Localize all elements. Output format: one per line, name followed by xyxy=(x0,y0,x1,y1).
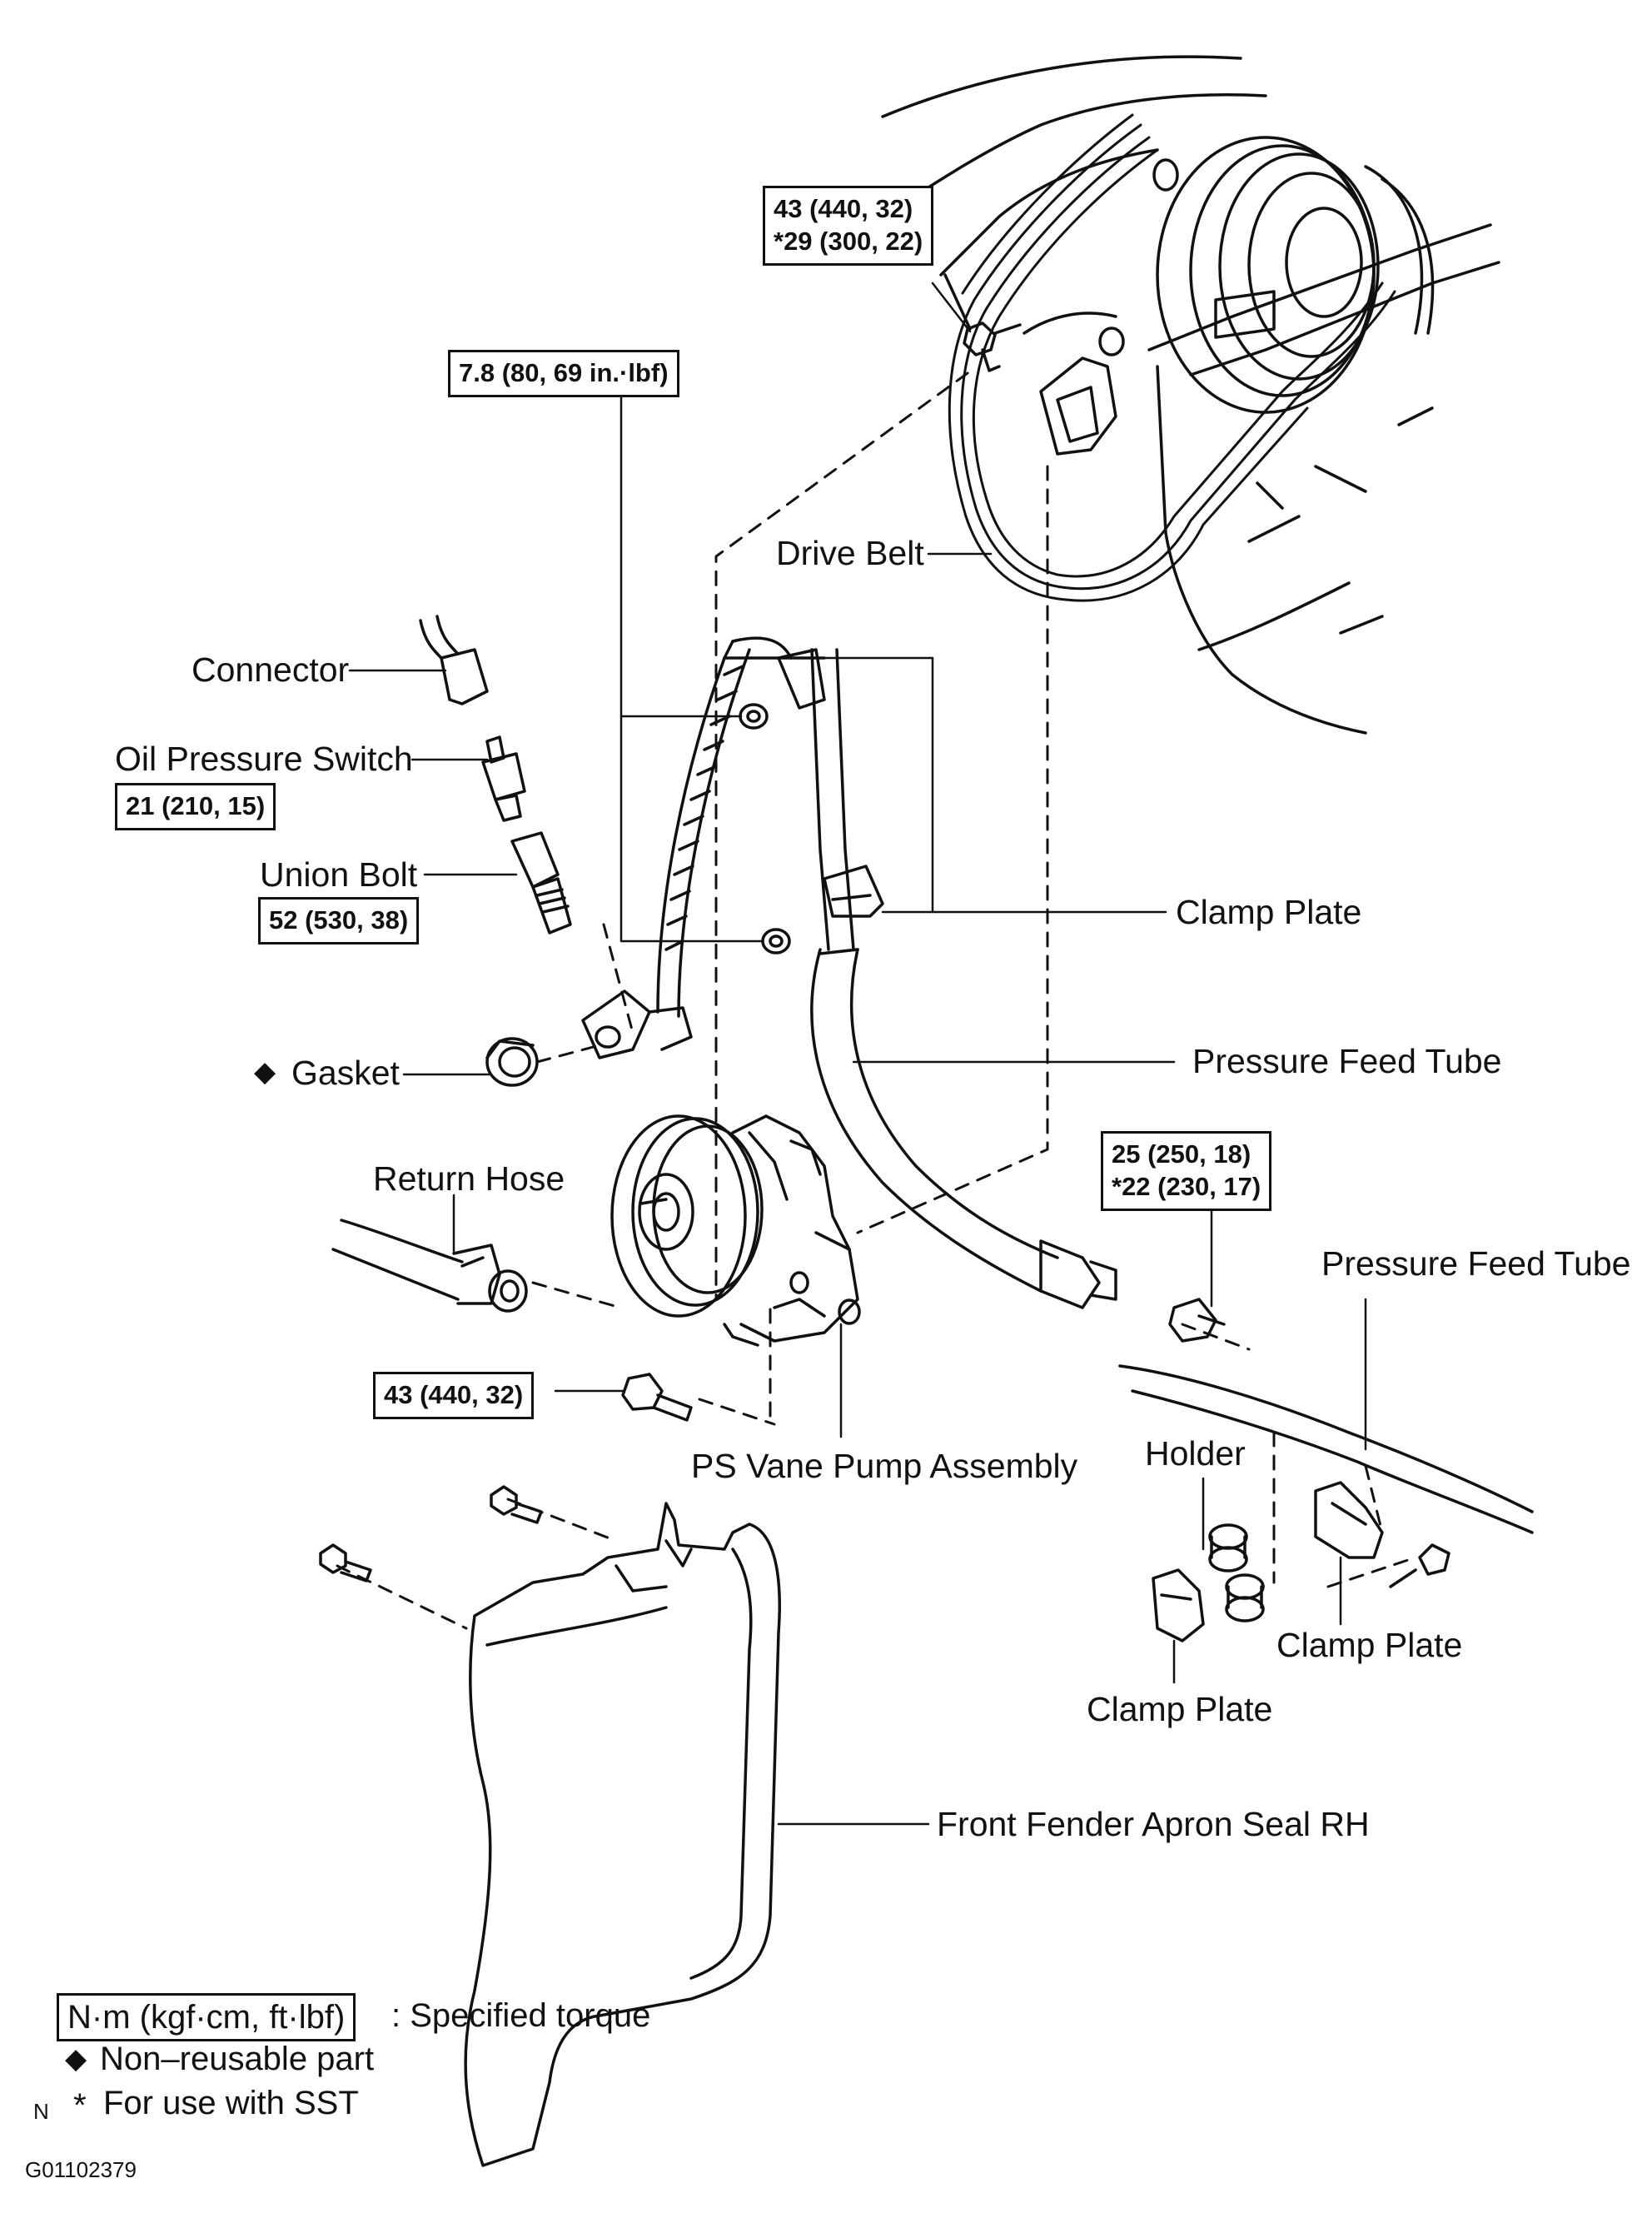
torque-value: 43 (440, 32) xyxy=(774,194,913,223)
legend-sst-desc: For use with SST xyxy=(103,2085,359,2121)
torque-top-bolt: 43 (440, 32) *29 (300, 22) xyxy=(763,186,934,266)
pressure-feed-tube-lower-shape xyxy=(1118,1298,1534,1534)
torque-value-sst: *22 (230, 17) xyxy=(1112,1171,1261,1201)
assembly-lines xyxy=(336,371,1417,1630)
ps-vane-pump-shape xyxy=(610,1114,861,1347)
torque-pump-bolt: 43 (440, 32) xyxy=(373,1372,535,1419)
label-holder: Holder xyxy=(1145,1434,1246,1473)
fender-apron-seal-shape xyxy=(464,1502,781,2167)
legend-nonreusable-symbol: ◆ xyxy=(65,2043,87,2075)
label-pressure-feed-tube-upper: Pressure Feed Tube xyxy=(1192,1042,1502,1080)
figure-id: G01102379 xyxy=(25,2157,137,2182)
union-bolt-shape xyxy=(510,831,572,935)
clamp-plate-hose-shape xyxy=(777,648,884,918)
torque-clamp-nuts: 7.8 (80, 69 in.·lbf) xyxy=(448,350,679,397)
label-drive-belt: Drive Belt xyxy=(776,534,924,572)
torque-value: 43 (440, 32) xyxy=(384,1380,524,1409)
torque-value-sst: *29 (300, 22) xyxy=(774,226,923,256)
leader-lines xyxy=(348,282,1367,1826)
top-bolt-shape xyxy=(943,273,1022,372)
gasket-marker: ◆ xyxy=(254,1056,276,1088)
torque-union-bolt: 52 (530, 38) xyxy=(258,897,420,945)
torque-value: 25 (250, 18) xyxy=(1112,1139,1251,1169)
legend-unit-desc: : Specified torque xyxy=(391,1997,651,2034)
label-ps-vane-pump: PS Vane Pump Assembly xyxy=(691,1447,1078,1485)
label-pressure-feed-tube-lower: Pressure Feed Tube xyxy=(1321,1244,1631,1283)
legend-sst-symbol: * xyxy=(73,2087,87,2124)
torque-oil-pressure-switch: 21 (210, 15) xyxy=(115,783,276,830)
connector-shape xyxy=(419,615,489,705)
label-clamp-plate-right: Clamp Plate xyxy=(1276,1626,1463,1664)
legend-nonreusable-desc: Non–reusable part xyxy=(100,2041,375,2077)
holder-clamp-shapes xyxy=(1152,1481,1450,1642)
label-clamp-plate-upper: Clamp Plate xyxy=(1176,893,1362,931)
apron-bolts-shape xyxy=(319,1485,543,1583)
corner-mark: N xyxy=(33,2099,49,2124)
torque-value: 21 (210, 15) xyxy=(126,791,266,820)
gasket-shape xyxy=(485,1037,539,1087)
label-connector: Connector xyxy=(192,650,350,689)
belt-tensioner xyxy=(1023,312,1125,456)
oil-pressure-switch-shape xyxy=(481,735,526,822)
hose-fitting xyxy=(581,989,693,1059)
drive-belt-shape xyxy=(948,113,1396,602)
return-hose-shape xyxy=(331,1219,528,1313)
label-clamp-plate-bottom: Clamp Plate xyxy=(1087,1690,1273,1728)
torque-value: 52 (530, 38) xyxy=(269,905,409,935)
engine-outline xyxy=(814,55,1500,735)
torque-value: 7.8 (80, 69 in.·lbf) xyxy=(459,358,669,387)
label-return-hose: Return Hose xyxy=(373,1159,565,1198)
legend-unit-box: N·m (kgf·cm, ft·lbf) xyxy=(57,1993,356,2041)
label-front-fender-apron-seal: Front Fender Apron Seal RH xyxy=(937,1805,1370,1843)
pressure-feed-hose xyxy=(656,636,1117,1309)
label-union-bolt: Union Bolt xyxy=(260,855,418,894)
label-oil-pressure-switch: Oil Pressure Switch xyxy=(115,740,413,778)
pump-bolt-shape xyxy=(621,1373,693,1422)
clamp-nuts xyxy=(739,703,791,954)
label-gasket: Gasket xyxy=(291,1054,400,1092)
torque-feed-tube-nut: 25 (250, 18) *22 (230, 17) xyxy=(1101,1131,1272,1211)
